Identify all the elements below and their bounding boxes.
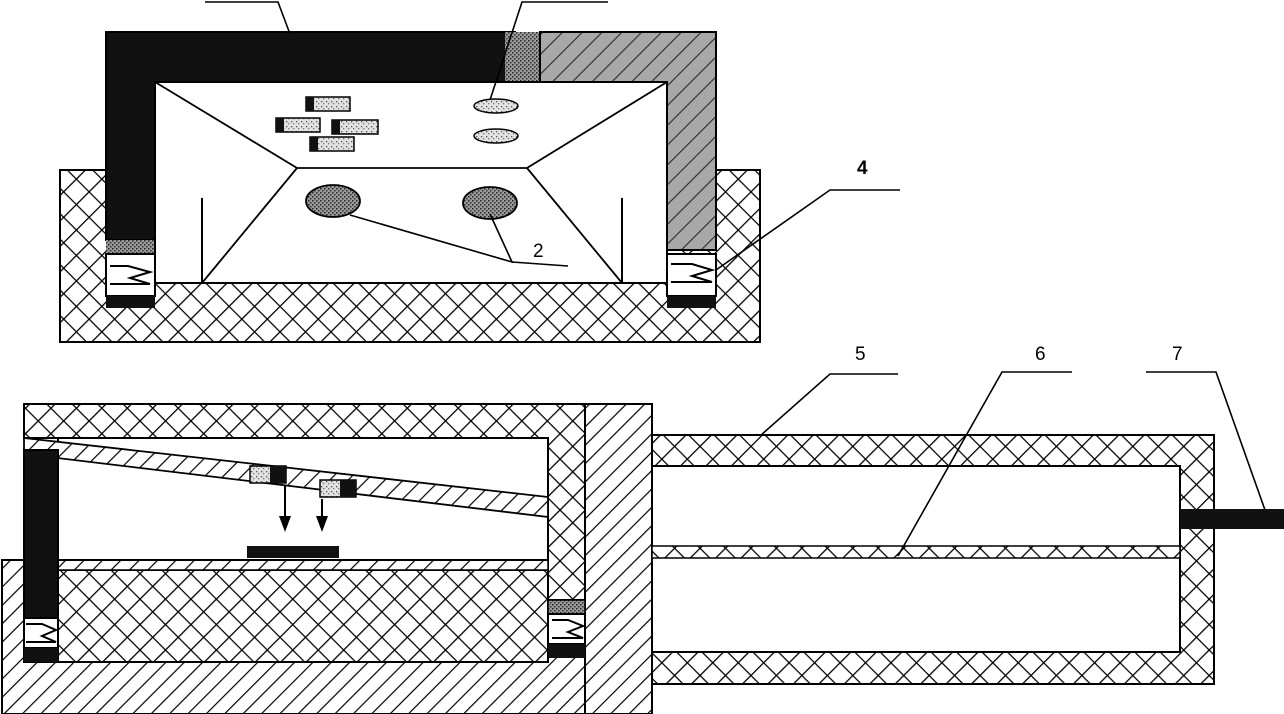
label-2: 2 [533, 241, 544, 262]
label-6: 6 [1035, 344, 1046, 365]
part-2-right [462, 186, 518, 220]
receiving-plate [247, 546, 339, 558]
top-chips-right [473, 98, 519, 144]
label-7: 7 [1172, 344, 1183, 365]
top-spring-right [666, 253, 717, 308]
bottom-assembly: 5 6 7 [1, 344, 1284, 714]
label-4: 4 [857, 158, 868, 179]
part-6-membrane [651, 545, 1181, 559]
bottom-left-pillar [23, 449, 59, 619]
part-2-left [305, 184, 361, 218]
top-assembly: 2 4 [59, 1, 900, 343]
drop-arrows [279, 485, 328, 532]
label-5: 5 [855, 344, 866, 365]
top-cover-transition [505, 32, 545, 82]
top-chips-left [275, 96, 379, 152]
part-7-rod [1180, 509, 1284, 529]
bottom-spring-left [23, 617, 59, 662]
bottom-floor [57, 569, 549, 663]
bottom-spring-right [547, 599, 586, 658]
top-spring-left [105, 253, 156, 308]
top-cavity [154, 81, 668, 284]
